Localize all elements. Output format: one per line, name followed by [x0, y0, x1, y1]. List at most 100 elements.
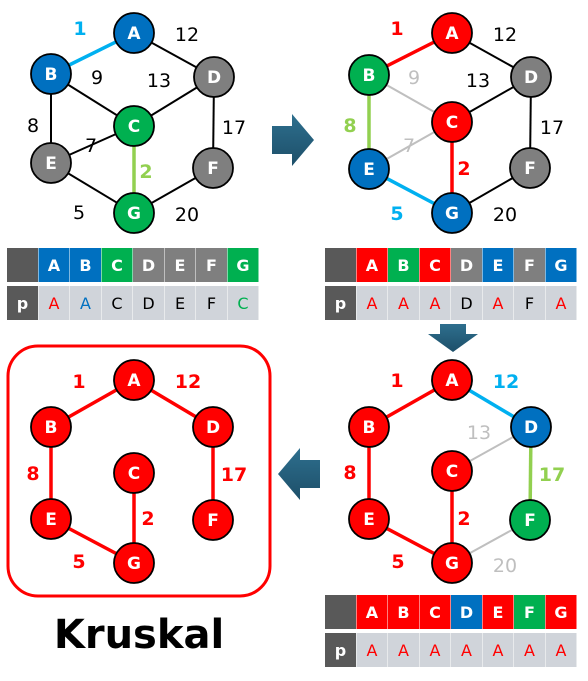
node-label-E: E [45, 510, 57, 530]
edge-weight-D-C: 13 [466, 70, 490, 92]
table-header-cell [164, 248, 196, 282]
arrow-left-icon [278, 448, 320, 500]
table-parent-cell [388, 286, 419, 320]
table-parent-value: A [49, 294, 60, 313]
table-parent-value: A [556, 641, 567, 660]
table-header-cell [514, 248, 545, 282]
table-parent-cell [514, 286, 545, 320]
table-header-label: G [236, 256, 249, 275]
table-parent-value: F [207, 294, 216, 313]
table-header-cell [38, 248, 70, 282]
node-B [30, 53, 72, 95]
edge-weight-A-D: 12 [175, 371, 201, 393]
edge-weight-A-D: 12 [493, 371, 519, 393]
edge-weight-A-B: 1 [390, 370, 403, 392]
node-G [113, 542, 155, 584]
edge-weight-A-D: 12 [493, 24, 517, 46]
edge-weight-E-G: 5 [73, 202, 85, 224]
table-header-label: G [554, 603, 567, 622]
table-header-cell [419, 248, 451, 282]
table-header-cell [545, 248, 577, 282]
node-E [30, 142, 72, 184]
table-row-label: p [17, 294, 28, 313]
node-C [113, 452, 155, 494]
table-parent-cell [419, 633, 451, 667]
table-parent-cell [164, 286, 196, 320]
node-B [348, 54, 390, 96]
node-label-D: D [524, 418, 538, 438]
node-label-G: G [445, 204, 459, 224]
node-E [30, 498, 72, 540]
table-header-cell [451, 248, 482, 282]
node-label-G: G [445, 554, 459, 574]
edge-weight-A-B: 1 [72, 371, 85, 393]
table-header-cell [388, 248, 419, 282]
table-parent-cell [133, 286, 164, 320]
node-D [510, 406, 552, 448]
edge-weight-D-C: 13 [467, 422, 491, 444]
table-header-label: F [524, 256, 535, 275]
node-G [431, 542, 473, 584]
table-parent-cell [514, 633, 545, 667]
table-header-label: C [429, 603, 441, 622]
table-row-label: p [335, 294, 346, 313]
table-parent-value: A [80, 294, 91, 313]
table-parent-cell [545, 286, 577, 320]
table-parent-cell [356, 633, 388, 667]
table-header-cell [514, 595, 545, 629]
node-label-A: A [445, 24, 459, 44]
table-parent-value: C [237, 294, 248, 313]
table-header-cell [482, 248, 514, 282]
node-label-D: D [524, 68, 538, 88]
table-parent-value: E [175, 294, 185, 313]
table-parent-value: C [111, 294, 122, 313]
table-corner-cell [325, 248, 356, 282]
table-header-label: A [48, 256, 61, 275]
node-B [30, 406, 72, 448]
node-label-D: D [206, 418, 220, 438]
arrow-right-icon [272, 114, 314, 166]
table-header-label: E [175, 256, 186, 275]
table-parent-cell [545, 633, 577, 667]
table-header-label: F [524, 603, 535, 622]
edge-weight-E-G: 5 [390, 203, 403, 225]
edge-weight-E-G: 5 [391, 551, 404, 573]
edge-weight-D-F: 17 [539, 464, 565, 486]
table-parent-cell [356, 286, 388, 320]
table-corner-cell [325, 595, 356, 629]
edge-weight-B-E: 8 [343, 462, 356, 484]
node-label-F: F [524, 159, 536, 179]
table-header-cell [451, 595, 482, 629]
node-label-C: C [446, 113, 458, 133]
node-label-B: B [363, 418, 376, 438]
table-header-label: B [397, 256, 409, 275]
node-G [113, 192, 155, 234]
table-header-cell [70, 248, 101, 282]
edge-weight-F-G: 20 [493, 555, 517, 577]
edge-weight-F-G: 20 [175, 204, 199, 226]
table-header-label: E [493, 256, 504, 275]
node-label-F: F [524, 511, 536, 531]
node-label-C: C [128, 464, 140, 484]
node-D [192, 406, 234, 448]
node-F [509, 499, 551, 541]
edge-weight-C-G: 2 [457, 158, 470, 180]
edge-weight-C-G: 2 [141, 508, 154, 530]
table-parent-value: A [398, 294, 409, 313]
edge-weight-B-E: 8 [343, 115, 356, 137]
edge-weight-F-G: 20 [493, 204, 517, 226]
node-label-C: C [128, 117, 140, 137]
node-B [348, 406, 390, 448]
node-C [431, 450, 473, 492]
node-F [192, 499, 234, 541]
table-corner-cell [7, 248, 38, 282]
table-header-label: D [142, 256, 155, 275]
table-header-cell [419, 595, 451, 629]
table-parent-value: D [460, 294, 472, 313]
node-G [431, 192, 473, 234]
